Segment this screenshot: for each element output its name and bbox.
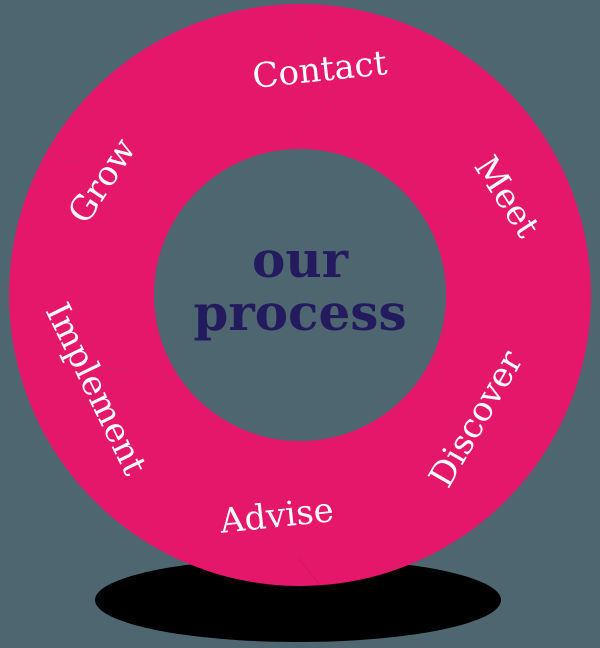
segments-group [8, 4, 592, 586]
center-title-line-2: process [193, 283, 406, 342]
process-segment-implement[interactable] [8, 151, 179, 458]
center-title-line-1: our [252, 230, 349, 289]
drop-shadow-ellipse [95, 558, 501, 642]
process-segment-discover[interactable] [258, 359, 562, 586]
process-segment-meet[interactable] [421, 132, 592, 439]
process-segment-grow[interactable] [38, 4, 342, 231]
process-segment-contact[interactable] [279, 4, 542, 224]
center-hub-circle [154, 149, 446, 441]
process-segment-advise[interactable] [58, 366, 321, 586]
